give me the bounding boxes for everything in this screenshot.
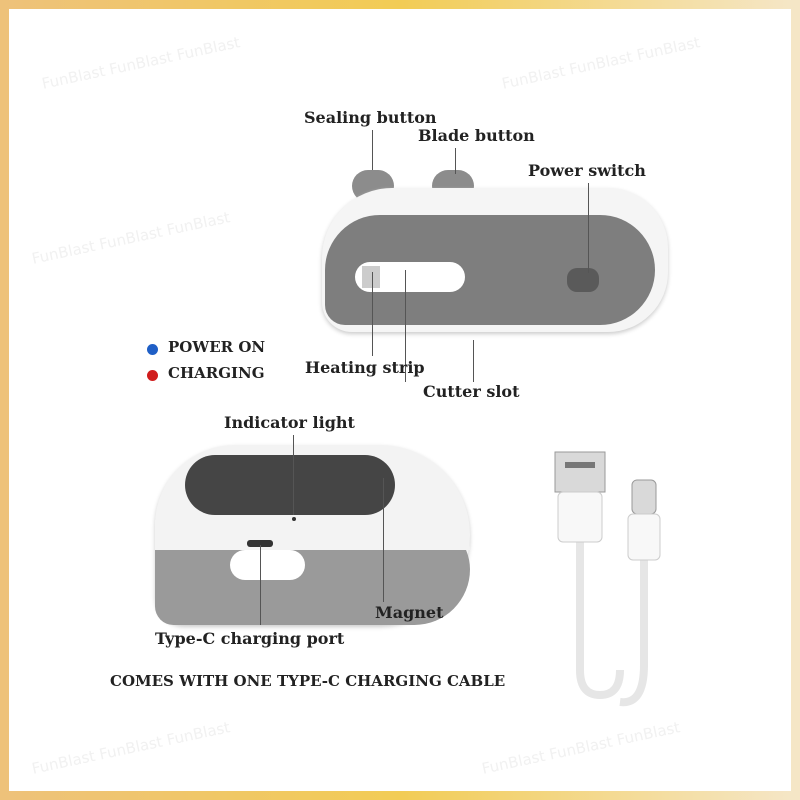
magnet-label: Magnet (375, 603, 444, 622)
charging-dot (147, 370, 158, 381)
type-c-cable (554, 451, 661, 707)
power-on-dot (147, 344, 158, 355)
power-switch (567, 268, 599, 292)
power-switch-label: Power switch (528, 161, 646, 180)
cable-wire (576, 540, 624, 700)
usb-a-metal (554, 451, 606, 493)
usb-c-metal (631, 479, 657, 515)
indicator-light-label: Indicator light (224, 413, 355, 432)
heating-strip-label: Heating strip (305, 358, 425, 377)
magnet-panel (185, 455, 395, 515)
type-c-port-label: Type-C charging port (155, 629, 345, 648)
indicator-light (292, 517, 296, 521)
blade-button-label: Blade button (418, 126, 535, 145)
heating-strip (362, 266, 380, 288)
sealing-button-label: Sealing button (304, 108, 437, 127)
cutter-slot-label: Cutter slot (423, 382, 520, 401)
usb-c-housing (627, 513, 661, 561)
caption: COMES WITH ONE TYPE-C CHARGING CABLE (110, 672, 506, 690)
usb-a-tongue (565, 462, 595, 468)
legend-power-on: POWER ON (168, 338, 266, 356)
cable-wire (619, 560, 648, 707)
type-c-port (247, 540, 273, 547)
device-band (155, 520, 470, 550)
usb-a-housing (557, 491, 603, 543)
slot (230, 550, 305, 580)
legend-charging: CHARGING (168, 364, 265, 382)
